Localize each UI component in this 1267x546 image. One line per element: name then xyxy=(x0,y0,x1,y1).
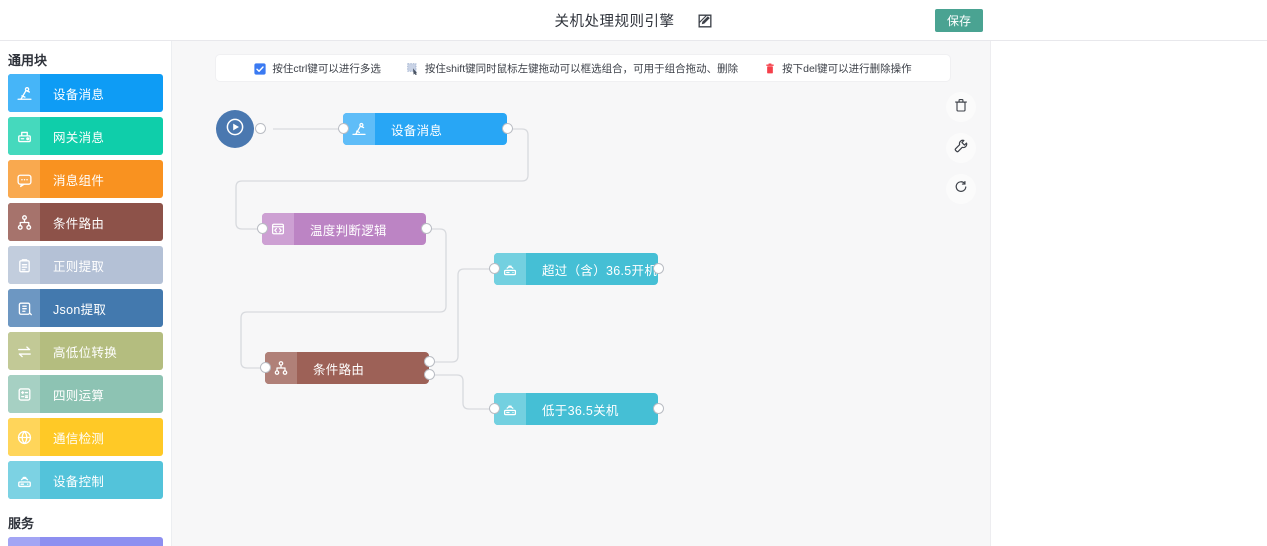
node-output-port[interactable] xyxy=(653,403,664,414)
node-output-port-1[interactable] xyxy=(424,356,435,367)
hint-item-shift: 按住shift键同时鼠标左键拖动可以框选组合，可用于组合拖动、删除 xyxy=(394,61,751,76)
play-circle-icon xyxy=(224,116,246,143)
hint-item-ctrl: 按住ctrl键可以进行多选 xyxy=(241,61,394,76)
palette-block-label: 通信检测 xyxy=(53,431,105,446)
node-input-port[interactable] xyxy=(489,263,500,274)
palette-block-2[interactable]: 网关消息 xyxy=(8,117,163,155)
flow-node-n4[interactable]: 超过（含）36.5开机 xyxy=(494,253,658,285)
app-header: 关机处理规则引擎 保存 xyxy=(0,0,1267,41)
flow-node-label: 超过（含）36.5开机 xyxy=(542,263,658,278)
connection-links xyxy=(235,128,529,410)
canvas-hint-bar: 按住ctrl键可以进行多选 按住shift键同时鼠标左键拖动可以框选组合，可用于… xyxy=(216,55,950,81)
service-icon xyxy=(8,537,40,546)
palette-block-7[interactable]: 高低位转换 xyxy=(8,332,163,370)
flow-canvas[interactable]: 设备消息温度判断逻辑条件路由 超过（含）36.5开机低于36.5关机 按住ctrl… xyxy=(172,41,990,546)
palette-block-4[interactable]: 条件路由 xyxy=(8,203,163,241)
flow-node-n1[interactable]: 设备消息 xyxy=(343,113,507,145)
flow-node-label: 低于36.5关机 xyxy=(542,403,619,418)
undo-icon xyxy=(953,179,969,200)
palette-block-10[interactable]: 设备控制 xyxy=(8,461,163,499)
node-output-port[interactable] xyxy=(421,223,432,234)
reset-tool-button[interactable] xyxy=(946,174,976,204)
palette-groups: 通用块设备消息网关消息消息组件条件路由正则提取 Json提取高低位转换四则运算通信… xyxy=(0,41,171,546)
flow-node-n3[interactable]: 条件路由 xyxy=(265,352,429,384)
branch-route-icon xyxy=(265,352,297,384)
node-input-port[interactable] xyxy=(338,123,349,134)
palette-block-8[interactable]: 四则运算 xyxy=(8,375,163,413)
palette-block-1[interactable]: 设备消息 xyxy=(8,74,163,112)
globe-icon xyxy=(8,418,40,456)
trash-red-icon xyxy=(764,62,776,74)
node-input-port[interactable] xyxy=(489,403,500,414)
hint-item-del: 按下del键可以进行删除操作 xyxy=(751,61,925,76)
node-input-port[interactable] xyxy=(257,223,268,234)
edit-pencil-icon[interactable] xyxy=(697,13,713,29)
palette-block-3[interactable]: 消息组件 xyxy=(8,160,163,198)
node-output-port[interactable] xyxy=(502,123,513,134)
palette-block-label xyxy=(40,537,163,546)
json-doc-icon xyxy=(8,289,40,327)
calculator-icon xyxy=(8,375,40,413)
palette-block-label: Json提取 xyxy=(53,302,107,317)
branch-route-icon xyxy=(8,203,40,241)
palette-block-label: 消息组件 xyxy=(53,173,105,188)
flow-node-n5[interactable]: 低于36.5关机 xyxy=(494,393,658,425)
header-center: 关机处理规则引擎 xyxy=(0,0,1267,41)
page-title: 关机处理规则引擎 xyxy=(554,14,675,30)
device-message-icon xyxy=(8,74,40,112)
node-input-port[interactable] xyxy=(260,362,271,373)
gateway-icon xyxy=(8,117,40,155)
node-output-port-2[interactable] xyxy=(424,369,435,380)
palette-block-9[interactable]: 通信检测 xyxy=(8,418,163,456)
delete-tool-button[interactable] xyxy=(946,92,976,122)
palette-block-label: 正则提取 xyxy=(53,259,105,274)
flow-nodes-layer: 设备消息温度判断逻辑条件路由 超过（含）36.5开机低于36.5关机 xyxy=(172,41,990,546)
flow-node-label: 条件路由 xyxy=(313,362,365,377)
checkbox-checked-icon xyxy=(254,62,266,75)
wrench-icon xyxy=(953,138,969,159)
flow-node-label: 设备消息 xyxy=(391,123,443,138)
flow-node-n2[interactable]: 温度判断逻辑 xyxy=(262,213,426,245)
swap-arrows-icon xyxy=(8,332,40,370)
palette-block-label: 条件路由 xyxy=(53,216,105,231)
palette-block-label: 四则运算 xyxy=(53,388,105,403)
palette-group-title: 通用块 xyxy=(8,53,48,68)
block-palette-sidebar: 通用块设备消息网关消息消息组件条件路由正则提取 Json提取高低位转换四则运算通信… xyxy=(0,0,172,546)
trash-icon xyxy=(953,97,969,118)
start-node-output-port[interactable] xyxy=(255,123,266,134)
palette-block-label: 高低位转换 xyxy=(53,345,118,360)
right-properties-panel xyxy=(990,41,1267,546)
settings-tool-button[interactable] xyxy=(946,133,976,163)
start-node[interactable] xyxy=(216,110,254,148)
node-output-port[interactable] xyxy=(653,263,664,274)
device-control-icon xyxy=(8,461,40,499)
palette-block-5[interactable]: 正则提取 xyxy=(8,246,163,284)
device-message-icon xyxy=(343,113,375,145)
palette-group-title: 服务 xyxy=(8,516,35,531)
palette-block-label: 设备消息 xyxy=(53,87,105,102)
hint-text-ctrl: 按住ctrl键可以进行多选 xyxy=(272,62,381,75)
regex-clipboard-icon xyxy=(8,246,40,284)
palette-block-label: 设备控制 xyxy=(53,474,105,489)
palette-block-6[interactable]: Json提取 xyxy=(8,289,163,327)
hint-text-del: 按下del键可以进行删除操作 xyxy=(782,62,912,75)
flow-node-label: 温度判断逻辑 xyxy=(310,223,387,238)
palette-block-label: 网关消息 xyxy=(53,130,105,145)
message-bubble-icon xyxy=(8,160,40,198)
palette-block-1[interactable] xyxy=(8,537,163,546)
save-button[interactable]: 保存 xyxy=(935,9,983,32)
marquee-select-icon xyxy=(407,62,419,76)
hint-text-shift: 按住shift键同时鼠标左键拖动可以框选组合，可用于组合拖动、删除 xyxy=(424,62,739,75)
